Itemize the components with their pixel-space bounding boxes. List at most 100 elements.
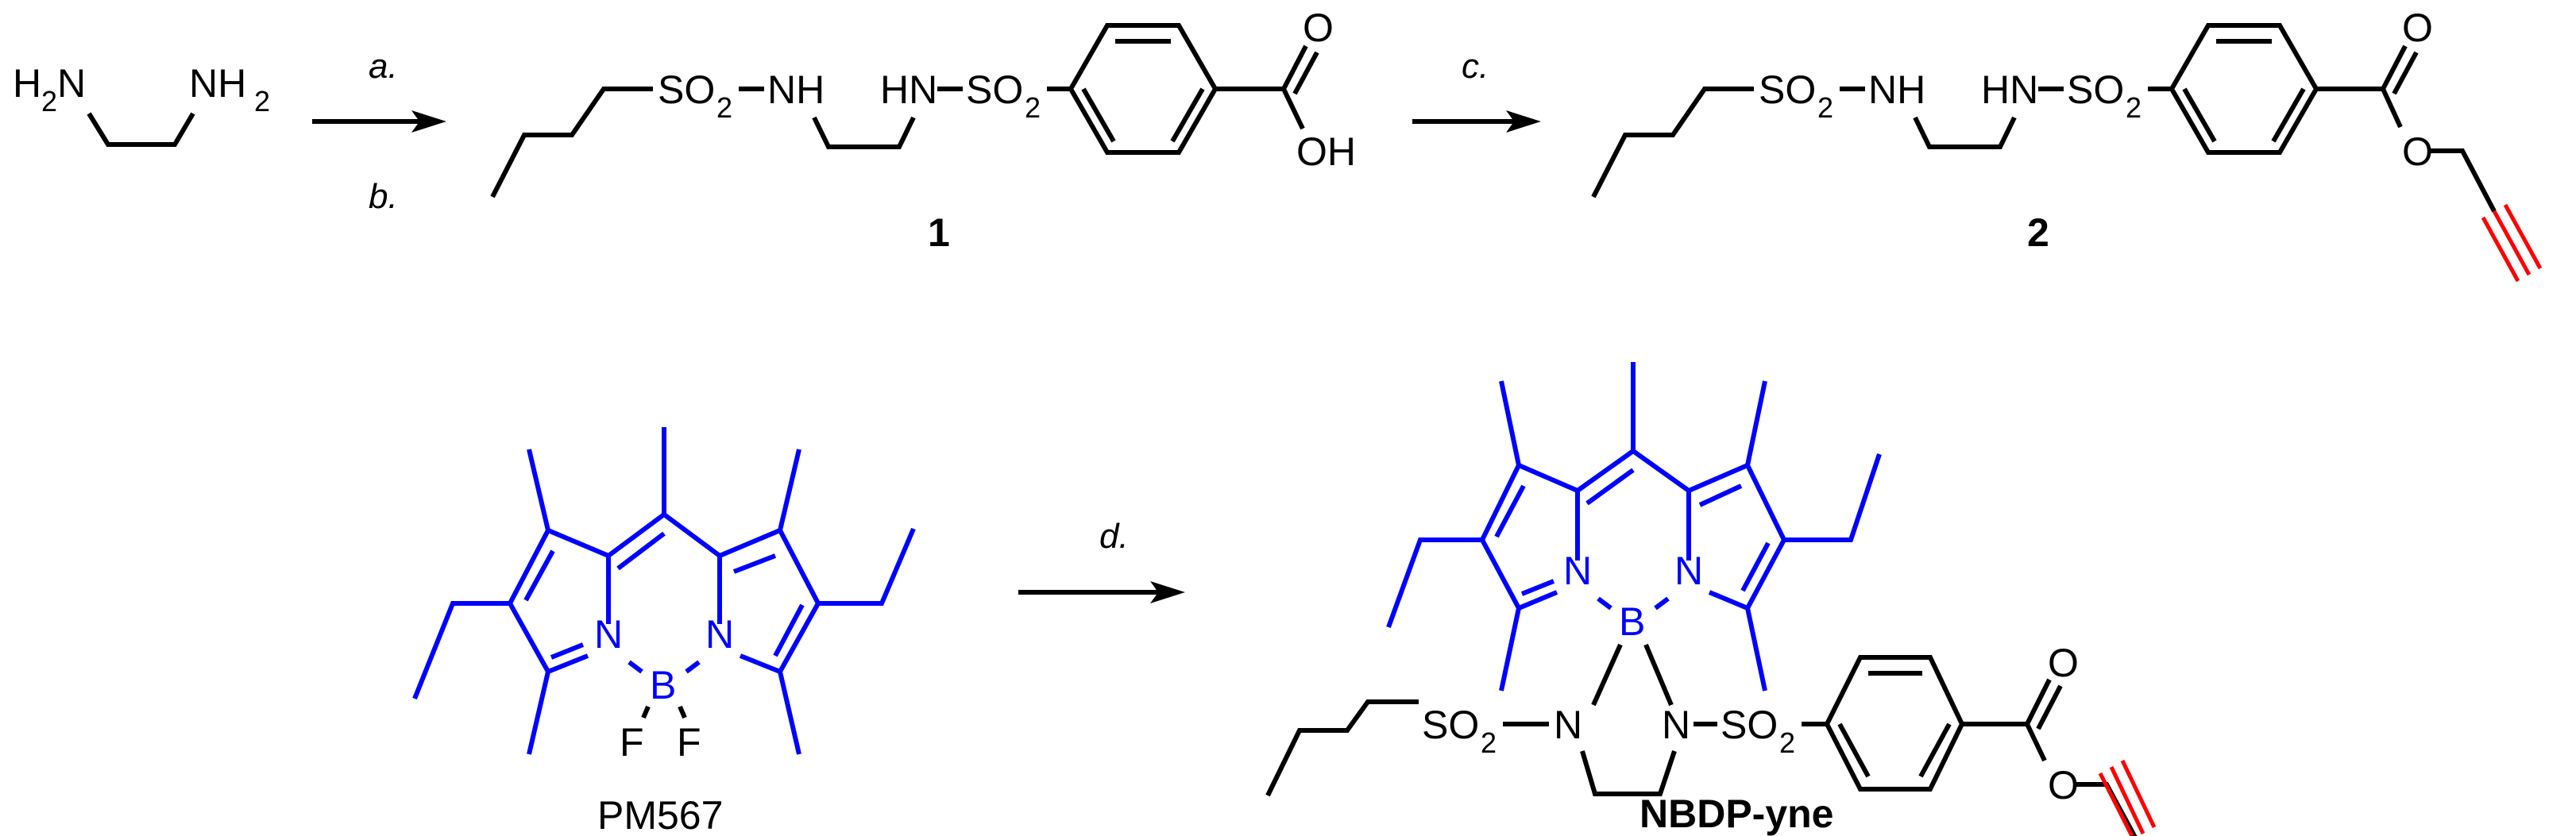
methyl: [778, 671, 801, 755]
atom-n-left: N: [57, 61, 86, 106]
so2-left-sub: 2: [716, 91, 732, 124]
n-sulf-left: N: [1554, 703, 1582, 747]
compound-1: SO 2 NH HN SO 2 O OH 1: [490, 6, 1356, 255]
methyl: [778, 449, 801, 531]
arrow-step-d: d.: [1018, 517, 1185, 603]
right-double: [1698, 483, 1743, 507]
aromatic-bond: [2271, 87, 2306, 143]
so2-left-sub: 2: [1481, 726, 1497, 759]
alkyne-triple-bond: [2098, 759, 2157, 836]
so2-right: SO: [2067, 67, 2124, 112]
carbonyl-bond-2: [1292, 51, 1319, 95]
atom-n-left: N: [594, 612, 623, 657]
left-cn-double: [550, 642, 585, 660]
meso-bonds: [1576, 448, 1690, 493]
b-n-bond: [1591, 643, 1623, 707]
butyl-chain: [1591, 87, 1754, 198]
right-double: [732, 553, 777, 574]
left-cn-double: [1520, 579, 1555, 596]
carbonyl-bond: [2381, 44, 2408, 91]
ethyl-left: [1386, 537, 1482, 629]
aromatic-bond: [2182, 87, 2217, 143]
hydroxyl: OH: [1296, 129, 1356, 174]
nh-left: NH: [767, 67, 825, 112]
methyl: [1745, 380, 1767, 466]
subscript-2-right: 2: [254, 85, 270, 118]
atom-nh-right: NH: [189, 61, 246, 106]
nbdp-yne-label: NBDP-yne: [1639, 792, 1833, 836]
ethylene-bridge: [1913, 116, 2017, 149]
carbonyl-o: O: [2048, 641, 2079, 685]
propargyl-ch2: [2431, 148, 2497, 213]
aromatic-bond: [1170, 87, 1205, 143]
methyl: [1745, 607, 1767, 692]
c-o-bond: [2025, 722, 2047, 762]
left-pyrrole-double: [1494, 484, 1526, 538]
b-f-bond: [641, 705, 651, 719]
atom-b: B: [1619, 599, 1645, 644]
ethyl-right: [1784, 453, 1882, 542]
benzene-ring: [1068, 23, 1218, 155]
hn-right: HN: [880, 67, 937, 112]
hn-right: HN: [1981, 67, 2038, 112]
n-b-bond: [1597, 596, 1612, 611]
carbonyl-bond-2: [2036, 684, 2063, 730]
condition-b: b.: [369, 177, 398, 216]
arrow-head-icon: [1150, 581, 1185, 603]
butyl-chain: [490, 87, 653, 198]
carbonyl-bond-2: [2392, 51, 2419, 95]
so2-right-sub: 2: [2126, 91, 2142, 124]
arrow-step-c: c.: [1412, 47, 1541, 133]
methyl: [1499, 380, 1521, 466]
left-pyrrole-double: [523, 549, 555, 602]
ethyl-right: [818, 527, 916, 606]
right-pyrrole: [718, 527, 821, 675]
atom-h-left: H: [13, 61, 41, 106]
meso-double: [1585, 468, 1635, 506]
benzene-ring: [2169, 23, 2319, 155]
n-b-bond: [628, 660, 643, 674]
so2-right: SO: [966, 67, 1023, 112]
atom-b: B: [650, 663, 676, 707]
so2-left: SO: [1422, 703, 1479, 747]
condition-c: c.: [1462, 47, 1489, 86]
ethyl-left: [412, 601, 510, 700]
n-b-bond: [685, 660, 701, 674]
c-oh-bond: [1281, 87, 1305, 130]
pm567: N N B F F PM567: [412, 427, 916, 836]
so2-right-sub: 2: [1779, 726, 1795, 759]
so2-left: SO: [658, 67, 715, 112]
n-b-bond: [1654, 596, 1670, 611]
alkyne-triple-bond: [2481, 203, 2543, 283]
ethylene-bridge: [812, 116, 916, 149]
so2-right: SO: [1721, 703, 1778, 747]
arrow-head-icon: [1506, 110, 1541, 133]
ethylene-bonds: [87, 112, 195, 147]
aromatic-bond: [1081, 87, 1116, 143]
compound-2: SO 2 NH HN SO 2 O O 2: [1591, 6, 2543, 283]
compound-1-label: 1: [928, 210, 950, 255]
b-f-bond: [678, 705, 687, 719]
aromatic-bond: [1837, 722, 1871, 778]
methyl: [527, 449, 550, 531]
right-pyrrole-double: [773, 603, 805, 657]
pm567-label: PM567: [597, 793, 723, 836]
condition-a: a.: [369, 47, 398, 86]
meso-double: [616, 531, 666, 571]
carbonyl-bond: [2025, 678, 2052, 726]
benzene-ring: [1824, 655, 1965, 792]
methyl: [527, 671, 550, 755]
so2-left: SO: [1759, 67, 1816, 112]
nh-left: NH: [1868, 67, 1925, 112]
subscript-2-left: 2: [41, 85, 57, 118]
ethylenediamine: H 2 N NH 2: [13, 61, 270, 147]
ester-o: O: [2402, 129, 2433, 174]
carbonyl-o: O: [2402, 6, 2433, 50]
butyl-chain: [1265, 699, 1419, 797]
ethylene-bridge: [1580, 750, 1677, 796]
meso-bonds: [607, 511, 721, 558]
aromatic-bond: [1918, 722, 1952, 778]
atom-n-right: N: [1674, 549, 1703, 593]
so2-right-sub: 2: [1025, 91, 1041, 124]
